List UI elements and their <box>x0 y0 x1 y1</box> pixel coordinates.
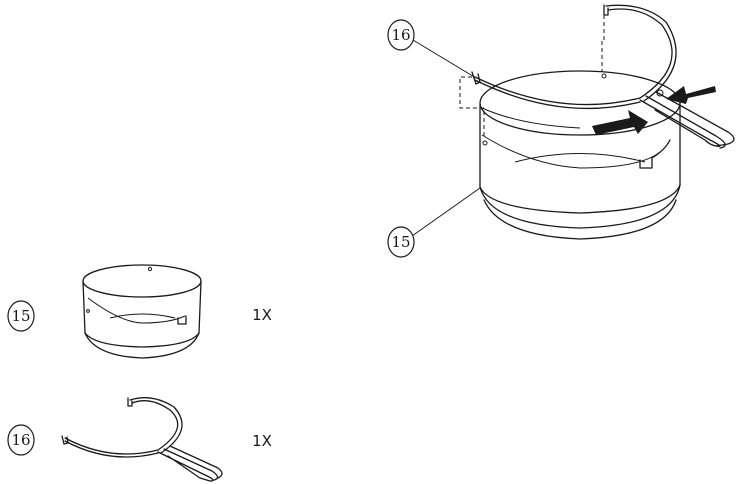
arrow-right-icon <box>592 110 648 135</box>
part-number: 15 <box>11 307 30 325</box>
parts-list-item-15: 15 1X <box>7 264 272 359</box>
main-handle <box>459 4 735 149</box>
part-quantity: 1X <box>252 432 272 450</box>
callout-label: 16 <box>391 26 410 44</box>
callout-15-main: 15 <box>387 187 481 258</box>
part-15-bowl <box>82 264 202 359</box>
arrow-left-icon <box>666 86 716 104</box>
main-bowl <box>479 70 681 240</box>
assembly-view: 16 15 <box>387 4 735 258</box>
callout-16-main: 16 <box>387 19 477 79</box>
part-number: 16 <box>11 431 30 449</box>
parts-list-item-16: 16 1X <box>7 397 272 482</box>
part-quantity: 1X <box>252 306 272 324</box>
part-16-handle <box>61 397 223 482</box>
callout-label: 15 <box>391 233 410 251</box>
direction-arrows <box>592 86 716 135</box>
